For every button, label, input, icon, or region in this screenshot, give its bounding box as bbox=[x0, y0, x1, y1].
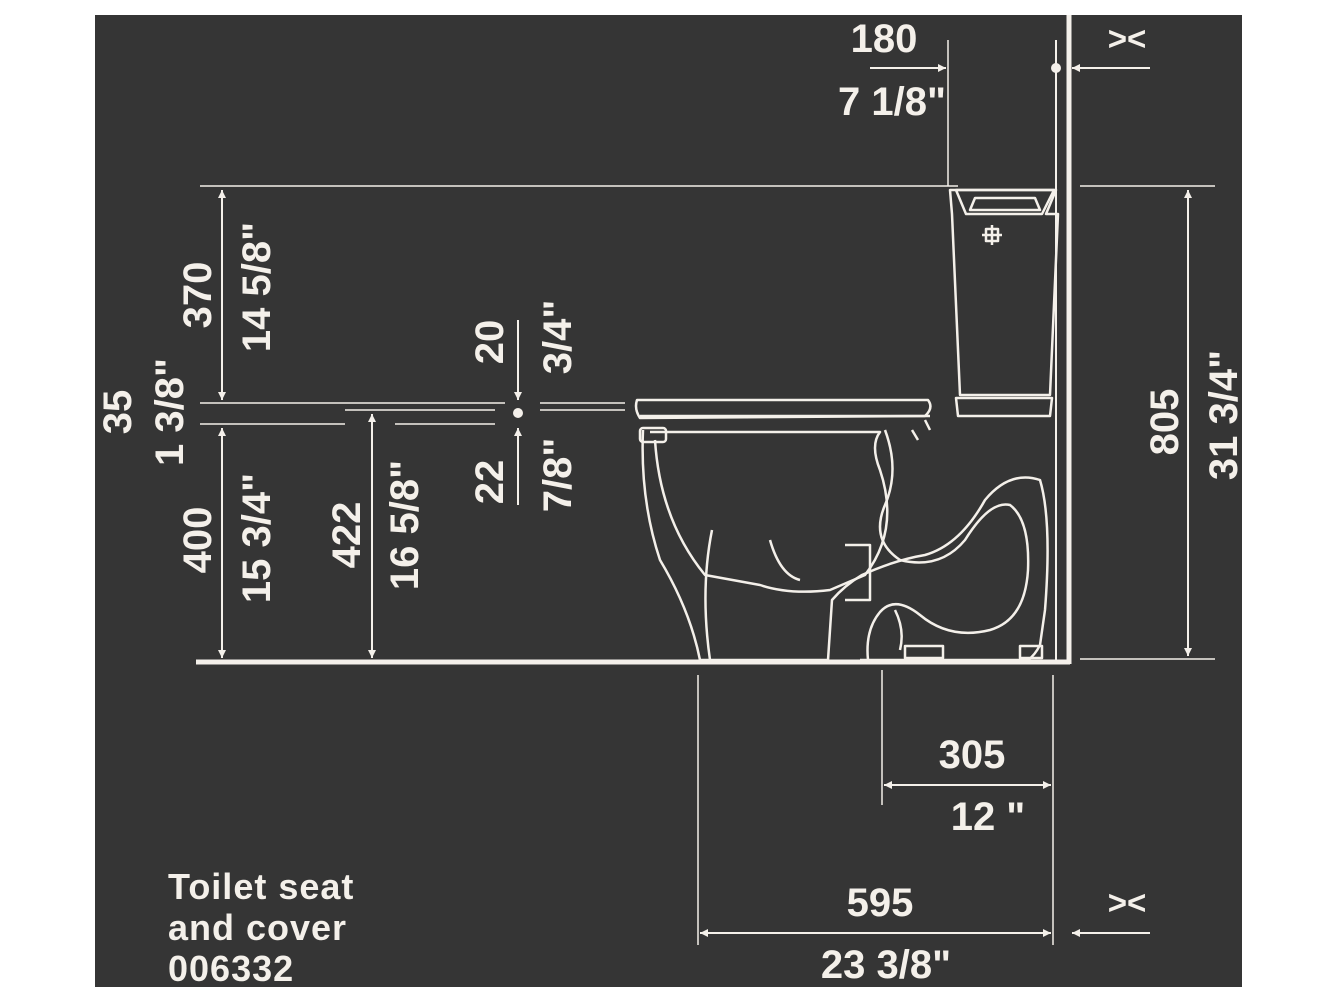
bowl-outer bbox=[641, 429, 1049, 662]
wall-marker-top: >< bbox=[1108, 20, 1147, 57]
dim-bowl-height-in: 15 3/4" bbox=[235, 473, 279, 603]
dim-seat-gap-bottom-in: 7/8" bbox=[536, 438, 580, 513]
dim-total-height-mm: 805 bbox=[1143, 389, 1187, 456]
note-line-3: 006332 bbox=[168, 948, 295, 989]
extension-lines bbox=[200, 40, 1215, 945]
dim-seat-gap-top-in: 3/4" bbox=[536, 300, 580, 375]
dim-rough-in-in: 12 " bbox=[951, 795, 1026, 839]
flush-valve-icon bbox=[982, 225, 1002, 245]
dim-seat-gap-top-mm: 20 bbox=[468, 320, 512, 365]
seat-bumper bbox=[638, 426, 668, 444]
trapway bbox=[866, 429, 1030, 661]
seat-cover-note: Toilet seat and cover 006332 bbox=[168, 866, 354, 989]
note-line-2: and cover bbox=[168, 907, 348, 948]
dim-tank-setback-in: 7 1/8" bbox=[838, 80, 946, 124]
dim-tank-height-in: 14 5/8" bbox=[235, 222, 279, 352]
toilet-outline bbox=[634, 188, 1060, 662]
dim-depth-mm: 595 bbox=[847, 881, 914, 925]
dim-seat-gap-bottom-mm: 22 bbox=[468, 460, 512, 505]
dim-tank-setback-mm: 180 bbox=[851, 17, 918, 61]
dimension-arrows bbox=[218, 64, 1192, 937]
drawing-panel bbox=[95, 15, 1242, 987]
dim-seat-height-in: 16 5/8" bbox=[383, 460, 427, 590]
dim-seat-thickness-in: 1 3/8" bbox=[148, 358, 192, 466]
tank-button bbox=[968, 196, 1042, 212]
dim-depth-in: 23 3/8" bbox=[821, 943, 951, 987]
tank-outline bbox=[948, 188, 1060, 397]
wall-marker-bottom: >< bbox=[1108, 884, 1147, 921]
dim-tank-height-mm: 370 bbox=[176, 262, 220, 329]
tank-lid bbox=[954, 188, 1056, 216]
bowl-inner bbox=[650, 430, 889, 593]
dim-bowl-height-mm: 400 bbox=[176, 507, 220, 574]
dim-rough-in-mm: 305 bbox=[939, 733, 1006, 777]
dim-seat-height-mm: 422 bbox=[325, 502, 369, 569]
dim-seat-thickness-mm: 35 bbox=[96, 390, 140, 435]
datum-point-seat bbox=[513, 408, 523, 418]
datum-point-top bbox=[1051, 63, 1061, 73]
note-line-1: Toilet seat bbox=[168, 866, 355, 907]
dim-total-height-in: 31 3/4" bbox=[1202, 350, 1246, 480]
